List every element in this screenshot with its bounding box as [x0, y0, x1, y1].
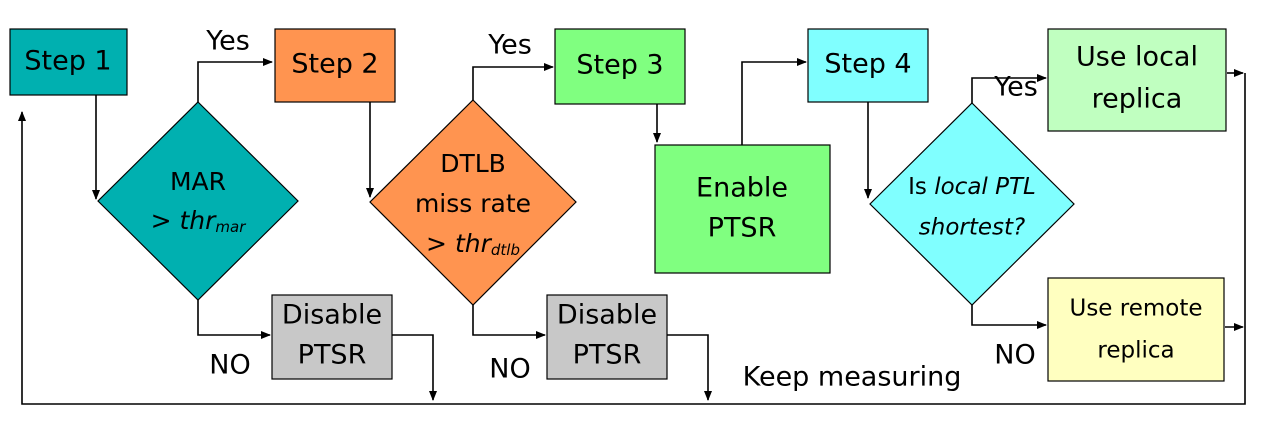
disable-ptsr-node-1: Disable PTSR	[271, 294, 393, 380]
ptl-line1: Is local PTL	[908, 174, 1036, 200]
dtlb-diamond	[369, 99, 577, 306]
dtlb-threshold: > thrdtlb	[426, 229, 520, 259]
ptl-diamond	[869, 102, 1075, 306]
keep-measuring-label: Keep measuring	[743, 362, 962, 393]
edge-disable2-to-loop	[667, 334, 712, 401]
step2-node: Step 2	[274, 28, 396, 103]
ptl-line1-prefix: Is	[908, 174, 934, 200]
edge-mar-no-to-disable1	[197, 300, 271, 339]
ptl-decision-node: Is local PTL shortest?	[869, 102, 1075, 306]
enable-line2: PTSR	[708, 213, 777, 244]
edge-enable-to-step4	[741, 58, 807, 145]
dtlb-threshold-sub: dtlb	[491, 241, 520, 259]
dtlb-threshold-prefix: >	[426, 229, 455, 258]
step1-box	[9, 28, 128, 96]
step3-node: Step 3	[554, 28, 686, 105]
edge-mar-yes-to-step2	[197, 58, 273, 102]
step1-label: Step 1	[24, 46, 111, 77]
mar-line1: MAR	[170, 167, 226, 196]
yes-label-dtlb: Yes	[487, 30, 532, 61]
ptl-line1-italic: local PTL	[934, 174, 1036, 200]
mar-threshold: > thrmar	[151, 206, 247, 236]
use-local-line2: replica	[1092, 84, 1183, 115]
disable1-line2: PTSR	[298, 340, 367, 371]
disable1-box	[271, 294, 393, 380]
edge-labels: Yes Yes Yes NO NO NO Keep measuring	[205, 26, 1038, 393]
step4-node: Step 4	[807, 28, 929, 103]
yes-label-ptl: Yes	[993, 72, 1038, 103]
dtlb-threshold-var: thr	[455, 229, 493, 258]
edge-ptl-no-to-remote	[971, 305, 1047, 329]
mar-threshold-var: thr	[179, 206, 217, 235]
dtlb-line1: DTLB	[440, 149, 506, 178]
edge-disable1-to-loop	[392, 334, 437, 401]
step2-label: Step 2	[291, 49, 378, 80]
mar-decision-node: MAR > thrmar	[97, 101, 299, 301]
step3-box	[554, 28, 686, 105]
use-local-line1: Use local	[1076, 42, 1198, 73]
enable-line1: Enable	[696, 173, 788, 204]
mar-threshold-prefix: >	[151, 206, 180, 235]
use-remote-line2: replica	[1097, 338, 1174, 364]
step3-label: Step 3	[576, 50, 663, 81]
step4-label: Step 4	[824, 49, 911, 80]
edge-dtlb-no-to-disable2	[472, 305, 546, 339]
disable2-line1: Disable	[557, 300, 657, 331]
no-label-mar: NO	[209, 350, 250, 381]
step2-box	[274, 28, 396, 103]
dtlb-line2: miss rate	[415, 189, 531, 218]
disable1-line1: Disable	[282, 300, 382, 331]
yes-label-mar: Yes	[205, 26, 250, 57]
use-remote-line1: Use remote	[1069, 296, 1202, 322]
mar-threshold-sub: mar	[215, 218, 246, 236]
use-local-box	[1047, 28, 1227, 132]
edge-ptl-yes-to-local	[971, 74, 1047, 103]
connectors	[18, 58, 1246, 405]
enable-ptsr-node: Enable PTSR	[654, 144, 831, 274]
mar-diamond	[97, 101, 299, 301]
disable2-box	[546, 294, 668, 380]
dtlb-decision-node: DTLB miss rate > thrdtlb	[369, 99, 577, 306]
no-label-dtlb: NO	[489, 354, 530, 385]
step4-box	[807, 28, 929, 103]
disable2-line2: PTSR	[573, 340, 642, 371]
step1-node: Step 1	[9, 28, 128, 96]
edge-loop-back-to-step1	[18, 73, 1246, 405]
disable-ptsr-node-2: Disable PTSR	[546, 294, 668, 380]
enable-box	[654, 144, 831, 274]
edge-dtlb-yes-to-step3	[472, 63, 554, 100]
use-remote-box	[1047, 277, 1225, 382]
no-label-ptl: NO	[994, 340, 1035, 371]
ptl-line2: shortest?	[919, 215, 1025, 241]
use-remote-node: Use remote replica	[1047, 277, 1225, 382]
use-local-node: Use local replica	[1047, 28, 1227, 132]
